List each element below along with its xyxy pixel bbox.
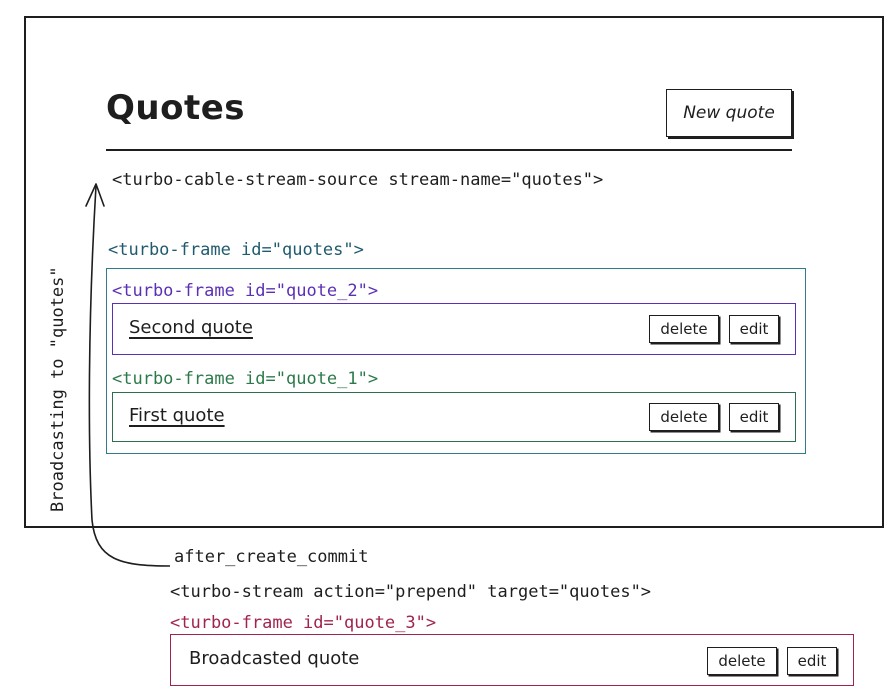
quote-2-delete-button[interactable]: delete <box>649 315 719 343</box>
quote-card-1: First quote delete edit <box>112 392 796 442</box>
quote-2-text[interactable]: Second quote <box>129 317 253 338</box>
quote-2-edit-button[interactable]: edit <box>729 315 779 343</box>
new-quote-button[interactable]: New quote <box>666 89 792 137</box>
frame-quote-2-tag: <turbo-frame id="quote_2"> <box>112 281 379 301</box>
callback-label: after_create_commit <box>174 547 369 567</box>
header-divider <box>106 149 792 151</box>
app-window <box>24 16 884 528</box>
frame-quote-3-tag: <turbo-frame id="quote_3"> <box>170 613 437 633</box>
quote-1-text[interactable]: First quote <box>129 405 225 426</box>
stream-source-tag: <turbo-cable-stream-source stream-name="… <box>112 170 604 190</box>
quote-1-delete-button[interactable]: delete <box>649 403 719 431</box>
frame-quotes-tag: <turbo-frame id="quotes"> <box>108 240 364 260</box>
frame-quote-1-tag: <turbo-frame id="quote_1"> <box>112 369 379 389</box>
quote-3-delete-button[interactable]: delete <box>707 647 777 675</box>
quote-card-3: Broadcasted quote delete edit <box>170 634 854 686</box>
frame-quotes-container <box>106 268 806 454</box>
quote-1-edit-button[interactable]: edit <box>729 403 779 431</box>
page-title: Quotes <box>106 88 246 128</box>
turbo-stream-tag: <turbo-stream action="prepend" target="q… <box>170 582 652 602</box>
quote-3-text[interactable]: Broadcasted quote <box>189 648 360 669</box>
broadcast-arrow-line <box>88 185 171 567</box>
arrow-head-icon <box>85 183 105 207</box>
quote-3-edit-button[interactable]: edit <box>787 647 837 675</box>
quote-card-2: Second quote delete edit <box>112 303 796 355</box>
